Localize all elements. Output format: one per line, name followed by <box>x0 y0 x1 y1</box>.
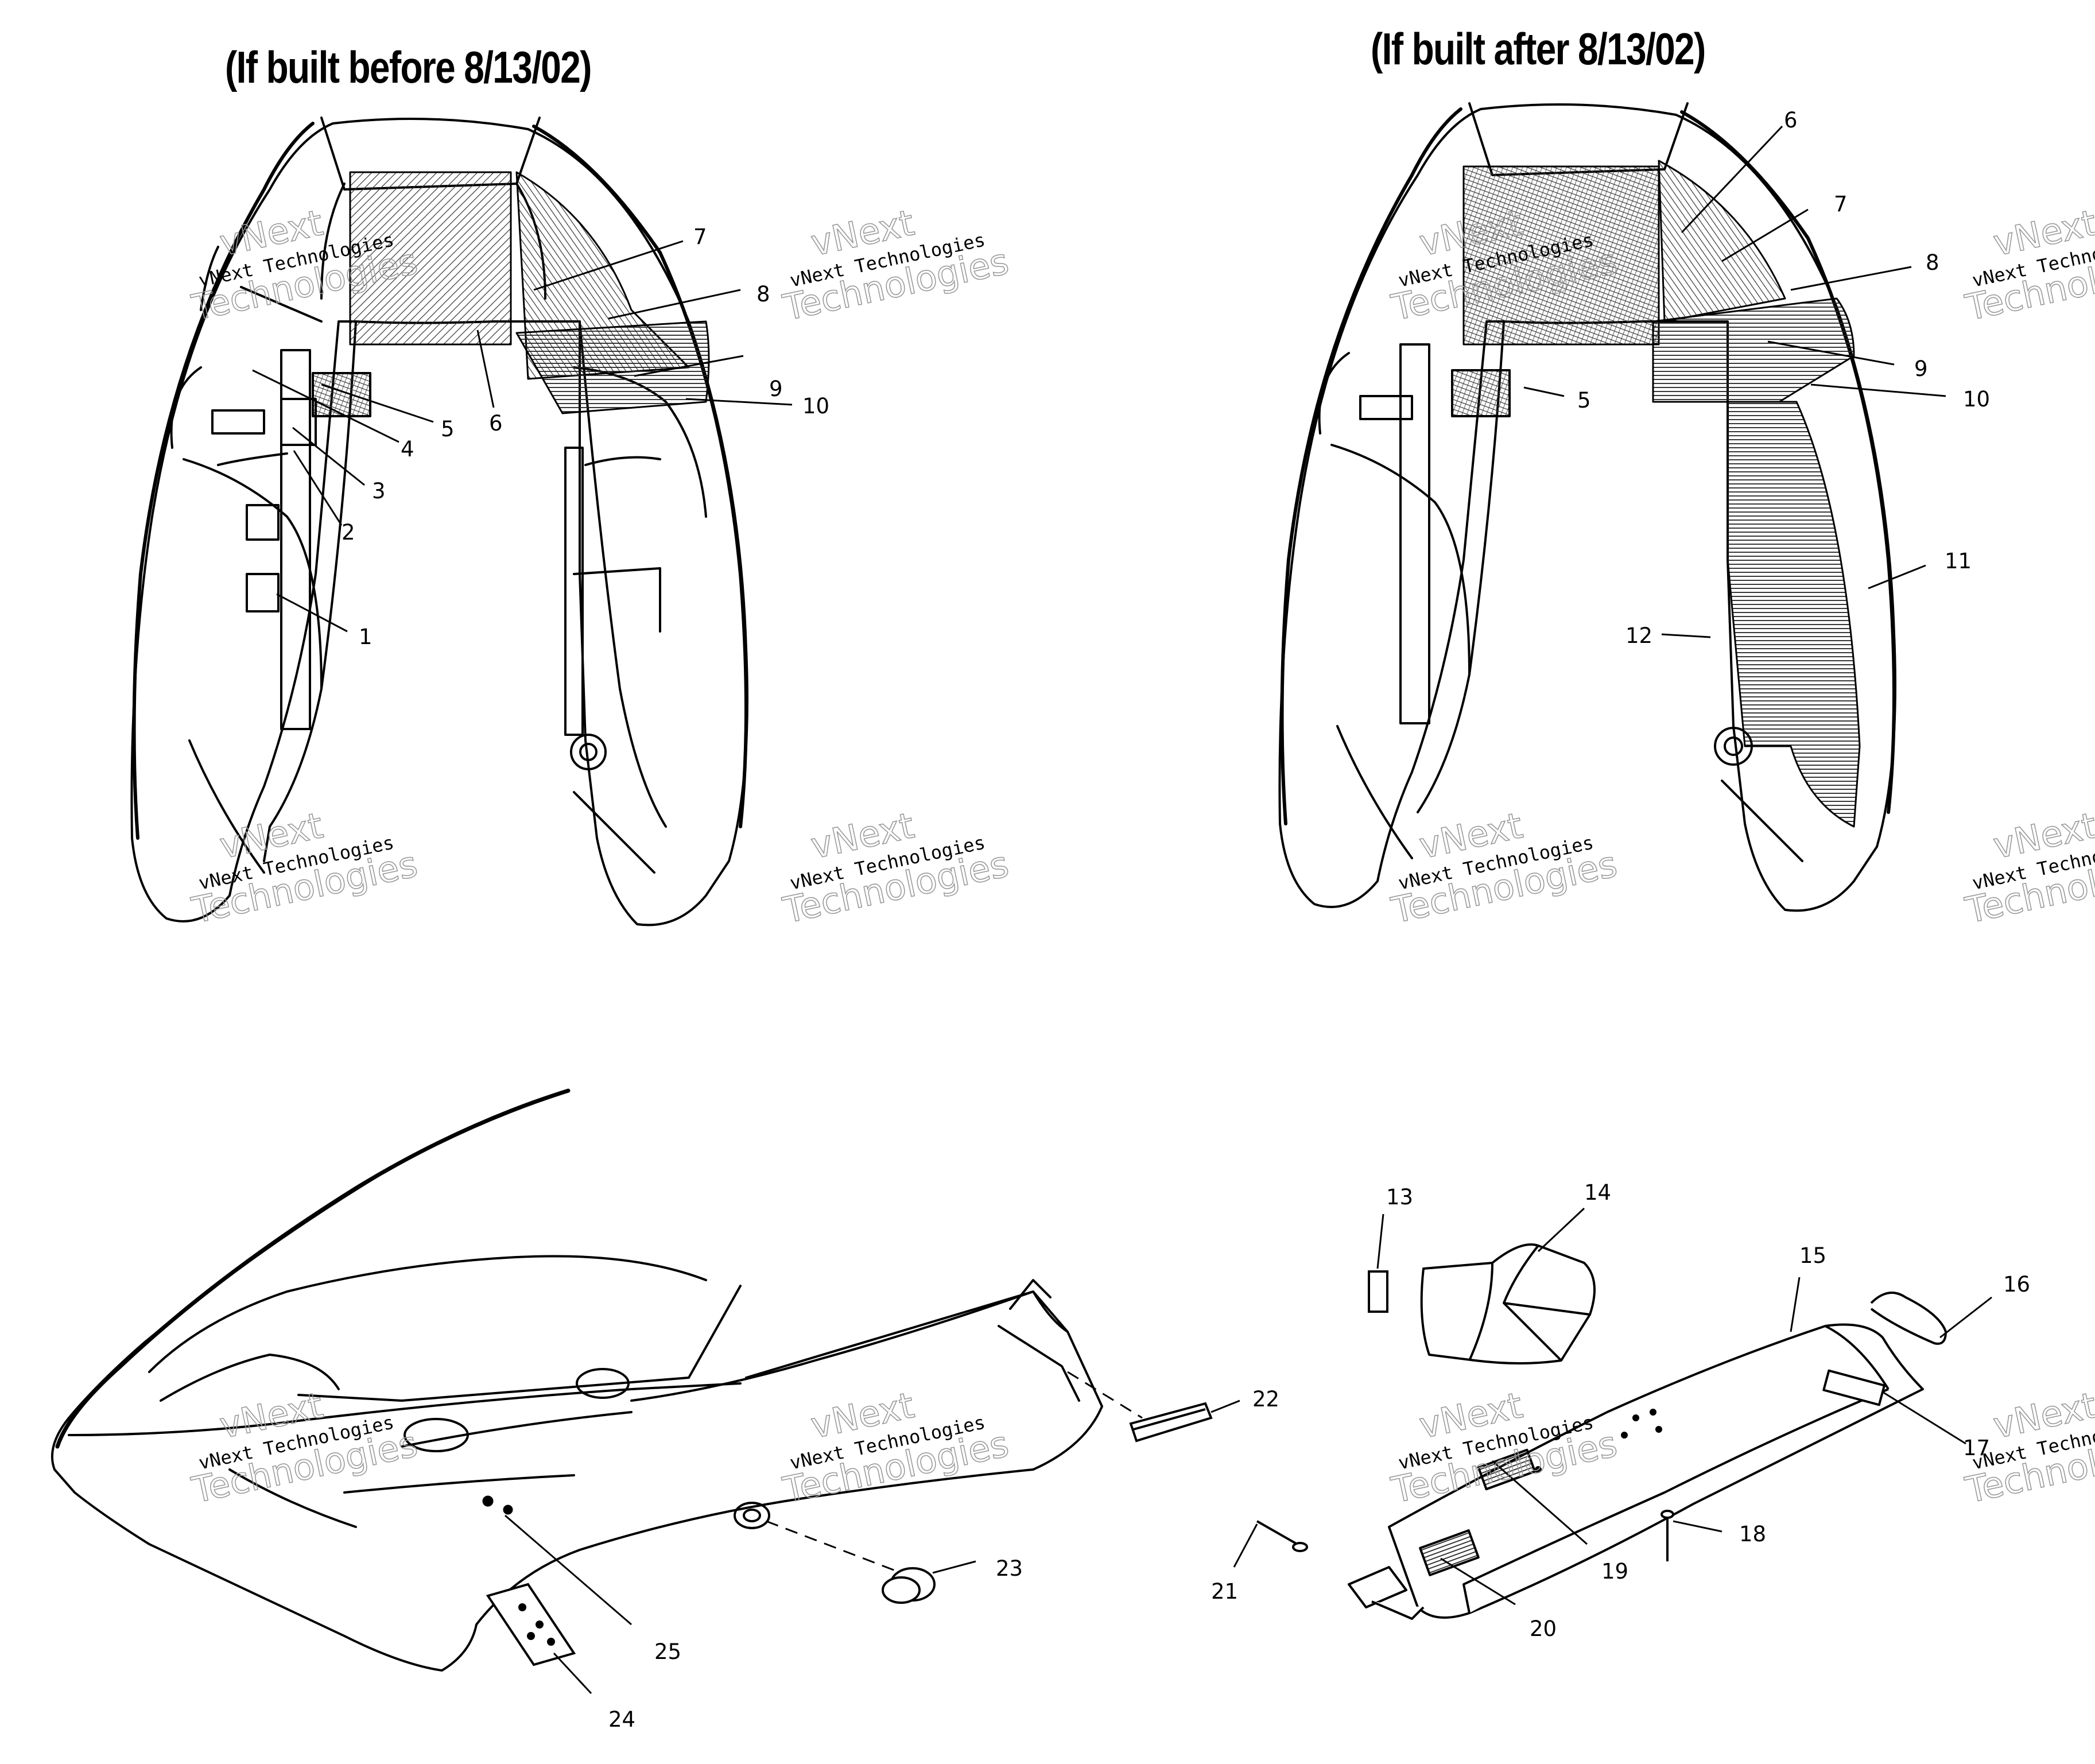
callout-21: 21 <box>1211 1579 1238 1604</box>
watermark-mc: vNext vNext Technologies Technologies <box>779 804 1012 932</box>
watermark-ml: vNext vNext Technologies Technologies <box>188 804 421 932</box>
watermark-tc: vNext vNext Technologies Technologies <box>779 201 1012 329</box>
callout-25: 25 <box>654 1639 681 1664</box>
part-14-duct <box>1420 1243 1596 1364</box>
callout-15: 15 <box>1799 1243 1826 1268</box>
title-built-before: (If built before 8/13/02) <box>225 42 592 92</box>
watermark-rr: vNext vNext Technologies Technologies <box>1961 201 2095 329</box>
part-13-strip <box>1368 1270 1388 1313</box>
part-16-wire <box>1870 1292 1947 1345</box>
callouts-hood: 22 23 24 25 <box>608 1387 1279 1732</box>
callout-16: 16 <box>2003 1272 2030 1297</box>
callout-17: 17 <box>1963 1436 1990 1460</box>
callout-20: 20 <box>1530 1616 1557 1641</box>
callout-before-4: 4 <box>401 437 414 462</box>
watermark-mrr: vNext vNext Technologies Technologies <box>1961 804 2095 932</box>
hood-before-drawing <box>130 117 748 926</box>
part-25-fastener <box>482 1495 513 1515</box>
watermark-bc: vNext vNext Technologies Technologies <box>779 1383 1012 1511</box>
callout-18: 18 <box>1739 1522 1766 1546</box>
assembly-dashed-lines <box>766 1371 1143 1574</box>
callout-after-11: 11 <box>1945 549 1972 573</box>
callout-before-3: 3 <box>372 479 386 503</box>
callout-after-9: 9 <box>1914 356 1928 381</box>
callout-after-5: 5 <box>1577 388 1591 413</box>
part-22-pad <box>1129 1402 1213 1443</box>
callout-before-8: 8 <box>756 282 770 307</box>
callouts-before: 1 2 3 4 5 6 7 8 9 10 <box>342 224 829 649</box>
watermark-mr: vNext vNext Technologies Technologies <box>1387 804 1621 932</box>
leader-lines <box>252 125 1992 1695</box>
callout-before-7: 7 <box>693 224 707 249</box>
callout-before-9: 9 <box>769 377 783 401</box>
part-23-plug <box>882 1567 936 1604</box>
callouts-parts: 13 14 15 16 17 18 19 20 21 <box>1211 1180 2030 1641</box>
hood-after-drawing <box>1278 102 1896 912</box>
callout-after-8: 8 <box>1926 250 1939 275</box>
callout-22: 22 <box>1252 1387 1279 1412</box>
callout-after-10: 10 <box>1963 387 1990 412</box>
callout-before-10: 10 <box>802 394 829 418</box>
callouts-after: 5 6 7 8 9 10 11 12 <box>1577 108 1990 648</box>
callout-after-6: 6 <box>1784 108 1798 133</box>
part-21-rivet <box>1256 1520 1308 1552</box>
callout-after-12: 12 <box>1625 623 1652 648</box>
callout-before-1: 1 <box>359 625 373 649</box>
callout-after-7: 7 <box>1834 192 1848 216</box>
callout-19: 19 <box>1601 1559 1628 1584</box>
callout-24: 24 <box>608 1707 635 1732</box>
part-24-plate <box>486 1583 576 1666</box>
callout-before-6: 6 <box>489 411 503 436</box>
part-18-rivet <box>1661 1510 1674 1561</box>
title-built-after: (If built after 8/13/02) <box>1371 24 1706 74</box>
hood-side-view-drawing <box>51 1088 1103 1672</box>
callout-before-2: 2 <box>342 520 355 545</box>
callout-14: 14 <box>1584 1180 1611 1205</box>
part-15-tunnel <box>1348 1323 1924 1620</box>
callout-13: 13 <box>1386 1185 1413 1209</box>
callout-23: 23 <box>996 1556 1023 1581</box>
callout-before-5: 5 <box>441 417 455 441</box>
